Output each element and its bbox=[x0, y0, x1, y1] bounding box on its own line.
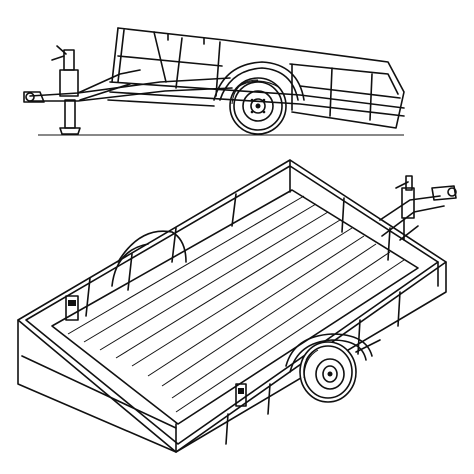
side-view bbox=[23, 27, 405, 136]
side-tongue bbox=[23, 69, 233, 103]
iso-tongue bbox=[379, 175, 457, 241]
side-jack bbox=[51, 45, 81, 135]
side-frame bbox=[107, 81, 405, 117]
isometric-view bbox=[17, 159, 457, 453]
iso-left-fender bbox=[111, 230, 187, 287]
side-rail bbox=[111, 27, 405, 129]
iso-light-brackets bbox=[65, 295, 247, 407]
iso-right-wheel bbox=[285, 333, 381, 403]
iso-deck bbox=[51, 189, 419, 425]
side-wheel bbox=[213, 61, 305, 135]
iso-side-rails bbox=[17, 159, 447, 453]
